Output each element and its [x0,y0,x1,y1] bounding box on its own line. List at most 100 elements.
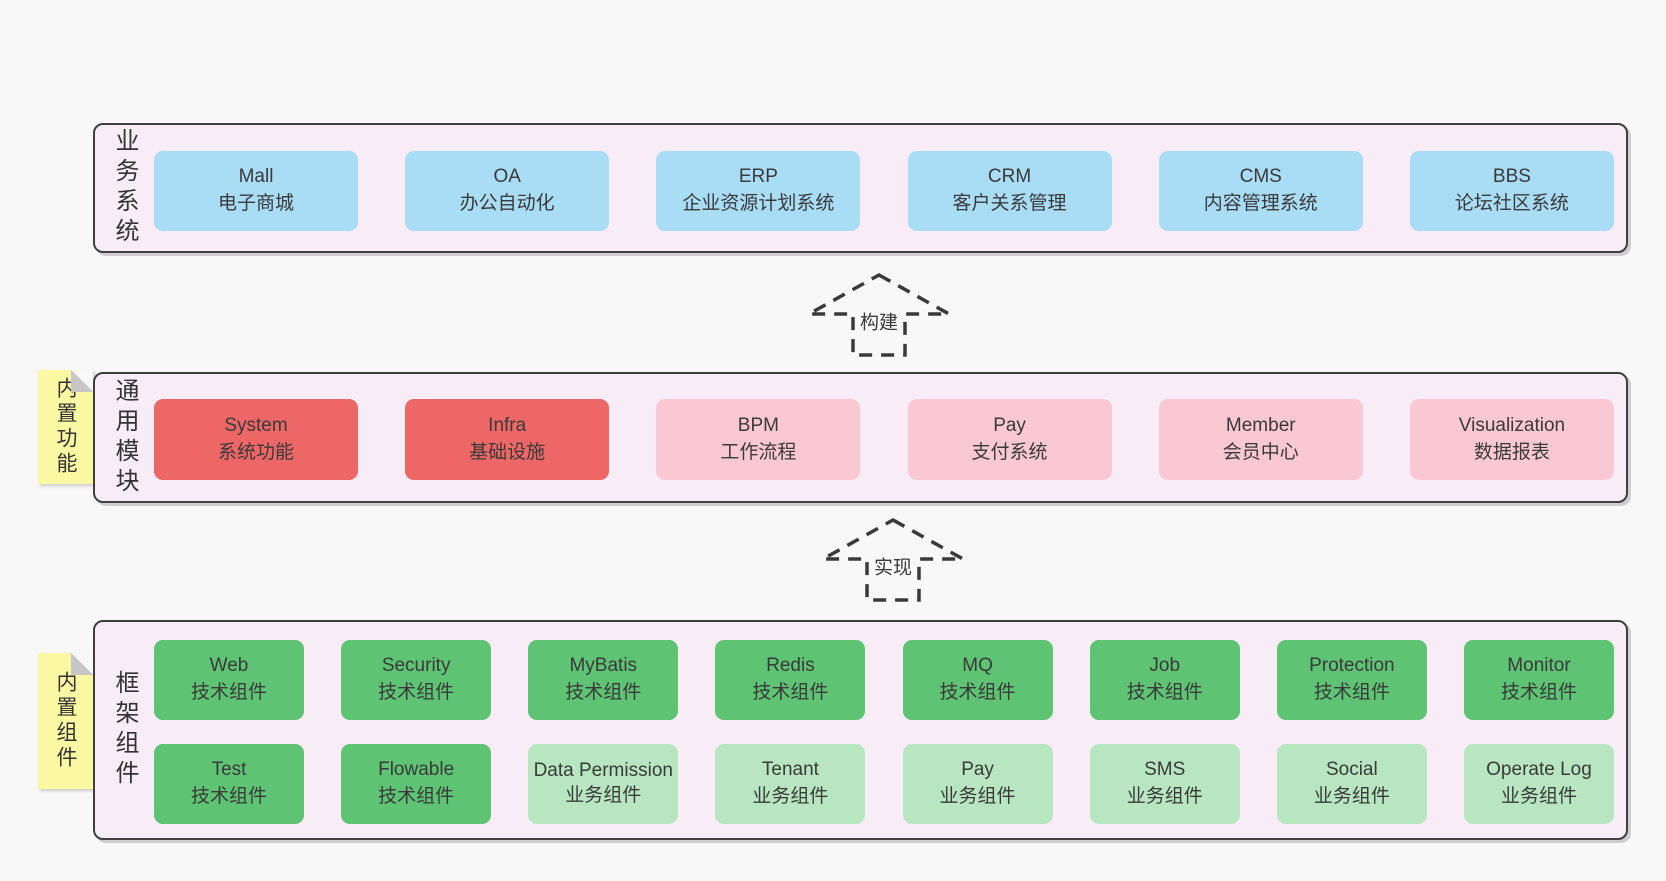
box-job-title: Job [1149,655,1181,677]
box-sms-title: SMS [1144,759,1186,781]
box-erp-subtitle: 企业资源计划系统 [682,193,835,214]
box-crm-subtitle: 客户关系管理 [952,193,1067,214]
box-oa-title: OA [493,166,521,188]
box-crm: CRM 客户关系管理 [907,151,1112,231]
box-oa-subtitle: 办公自动化 [459,193,555,214]
up-arrow-dashed-icon [820,517,966,602]
common-modules-row: System 系统功能 Infra 基础设施 BPM 工作流程 Pay 支付系统… [154,399,1614,480]
box-security-title: Security [381,655,451,677]
box-monitor: Monitor 技术组件 [1463,640,1614,720]
box-pay-component-title: Pay [961,759,994,781]
box-member-subtitle: 会员中心 [1222,441,1299,463]
box-sms: SMS 业务组件 [1089,744,1240,824]
box-mall-subtitle: 电子商城 [217,193,294,214]
box-operate-log: Operate Log 业务组件 [1463,744,1614,824]
box-protection-subtitle: 技术组件 [1313,682,1390,703]
built-in-components-tag-text: 内置组件 [54,671,77,771]
box-member-title: Member [1225,414,1296,436]
box-tenant-title: Tenant [761,759,819,781]
box-bpm: BPM 工作流程 [656,399,861,480]
box-member: Member 会员中心 [1158,399,1363,480]
box-mall: Mall 电子商城 [154,151,358,231]
box-mybatis-subtitle: 技术组件 [565,682,642,703]
box-flowable-title: Flowable [378,759,455,781]
box-cms-subtitle: 内容管理系统 [1203,193,1318,214]
box-test-subtitle: 技术组件 [190,786,267,807]
box-protection: Protection 技术组件 [1276,640,1427,720]
built-in-features-tag: 内置功能 [38,370,93,484]
box-pay-component: Pay 业务组件 [902,744,1053,824]
business-systems-panel: 业务系统 Mall 电子商城 OA 办公自动化 ERP 企业资源计划系统 CRM… [93,123,1628,253]
business-systems-label-text: 业务系统 [111,128,138,248]
framework-components-row-1: Web 技术组件 Security 技术组件 MyBatis 技术组件 Redi… [154,640,1614,720]
box-data-permission-subtitle: 业务组件 [565,785,642,806]
box-monitor-subtitle: 技术组件 [1500,682,1577,703]
box-flowable-subtitle: 技术组件 [378,786,455,807]
box-protection-title: Protection [1309,655,1395,677]
box-web-subtitle: 技术组件 [190,682,267,703]
box-bbs-subtitle: 论坛社区系统 [1454,193,1569,214]
framework-components-label: 框架组件 [103,622,145,838]
implement-arrow-icon: 实现 [820,517,966,603]
box-crm-title: CRM [987,166,1032,188]
box-mybatis-title: MyBatis [569,655,638,677]
implement-arrow-label: 实现 [869,551,917,581]
box-tenant: Tenant 业务组件 [715,744,866,824]
box-cms-title: CMS [1239,166,1282,188]
common-modules-label-text: 通用模块 [111,377,138,498]
box-redis-subtitle: 技术组件 [752,682,829,703]
box-infra-subtitle: 基础设施 [469,441,546,463]
box-job: Job 技术组件 [1089,640,1240,720]
box-erp-title: ERP [738,166,778,188]
box-test-title: Test [211,759,247,781]
box-infra-title: Infra [488,414,527,436]
box-system: System 系统功能 [154,399,358,480]
box-mq-subtitle: 技术组件 [939,682,1016,703]
box-system-subtitle: 系统功能 [217,441,294,463]
box-oa: OA 办公自动化 [405,151,610,231]
box-social-title: Social [1325,759,1378,781]
framework-components-label-text: 框架组件 [111,670,138,790]
box-data-permission: Data Permission 业务组件 [528,744,679,824]
box-test: Test 技术组件 [154,744,304,824]
box-tenant-subtitle: 业务组件 [752,786,829,807]
built-in-features-tag-text: 内置功能 [54,377,77,477]
box-infra: Infra 基础设施 [405,399,610,480]
build-arrow-label: 构建 [855,306,903,336]
folded-corner-icon [71,370,93,392]
box-visualization: Visualization 数据报表 [1409,399,1614,480]
box-bpm-subtitle: 工作流程 [720,441,797,463]
box-operate-log-subtitle: 业务组件 [1500,786,1577,807]
box-social-subtitle: 业务组件 [1313,786,1390,807]
box-erp: ERP 企业资源计划系统 [656,151,861,231]
box-flowable: Flowable 技术组件 [341,744,492,824]
box-social: Social 业务组件 [1276,744,1427,824]
box-sms-subtitle: 业务组件 [1126,786,1203,807]
build-arrow-icon: 构建 [806,272,952,358]
common-modules-panel: 通用模块 System 系统功能 Infra 基础设施 BPM 工作流程 Pay… [93,372,1628,503]
box-pay-component-subtitle: 业务组件 [939,786,1016,807]
box-bbs-title: BBS [1492,166,1531,188]
common-modules-label: 通用模块 [103,374,145,501]
box-mall-title: Mall [238,166,274,188]
box-monitor-title: Monitor [1507,655,1571,677]
box-visualization-subtitle: 数据报表 [1473,441,1550,463]
box-security-subtitle: 技术组件 [378,682,455,703]
box-system-title: System [224,414,288,436]
box-cms: CMS 内容管理系统 [1158,151,1363,231]
box-data-permission-title: Data Permission [533,760,673,782]
box-pay-module-title: Pay [993,414,1026,436]
box-web: Web 技术组件 [154,640,304,720]
box-operate-log-title: Operate Log [1486,759,1592,781]
built-in-components-tag: 内置组件 [38,653,93,789]
box-pay-module: Pay 支付系统 [907,399,1112,480]
box-mq-title: MQ [962,655,993,677]
box-bbs: BBS 论坛社区系统 [1409,151,1614,231]
folded-corner-icon [71,653,93,675]
box-web-title: Web [209,655,249,677]
box-security: Security 技术组件 [341,640,492,720]
framework-components-panel: 框架组件 Web 技术组件 Security 技术组件 MyBatis 技术组件… [93,620,1628,840]
business-systems-label: 业务系统 [103,125,145,251]
box-mybatis: MyBatis 技术组件 [528,640,679,720]
